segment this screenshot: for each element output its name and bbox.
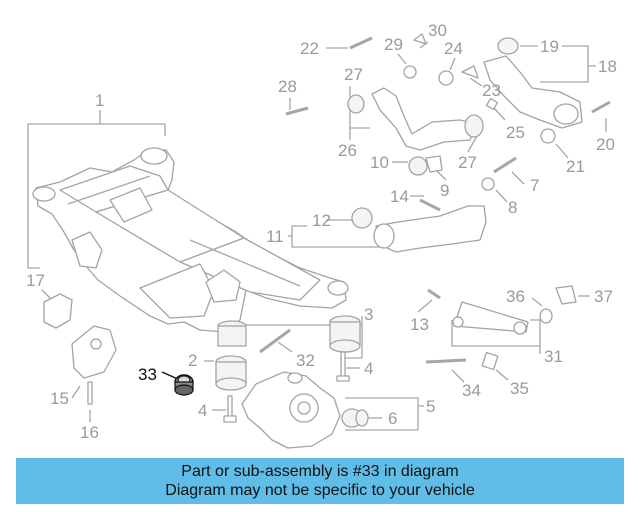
callout-11: 11 (266, 227, 284, 246)
callout-27: 27 (458, 153, 477, 172)
callout-14: 14 (390, 187, 409, 206)
callout-13: 13 (410, 315, 429, 334)
callout-10: 10 (370, 153, 389, 172)
callout-12: 12 (312, 211, 331, 230)
callout-29: 29 (384, 35, 403, 54)
callout-33: 33 (138, 365, 157, 384)
callout-25: 25 (506, 123, 525, 142)
callout-7: 7 (530, 176, 539, 195)
callout-30: 30 (428, 21, 447, 40)
callout-17: 17 (26, 271, 45, 290)
callout-4: 4 (198, 401, 207, 420)
callout-4: 4 (364, 359, 373, 378)
callout-24: 24 (444, 39, 463, 58)
callout-15: 15 (50, 389, 69, 408)
callout-27: 27 (344, 65, 363, 84)
callout-16: 16 (80, 423, 99, 442)
highlighted-part-33 (174, 374, 194, 396)
callout-2: 2 (188, 351, 197, 370)
callout-19: 19 (540, 37, 559, 56)
callout-5: 5 (426, 397, 435, 416)
callout-35: 35 (510, 379, 529, 398)
callout-31: 31 (544, 347, 563, 366)
callout-9: 9 (440, 181, 449, 200)
callout-34: 34 (462, 381, 481, 400)
callout-18: 18 (598, 57, 617, 76)
callout-37: 37 (594, 287, 613, 306)
callout-23: 23 (482, 81, 501, 100)
callout-28: 28 (278, 77, 297, 96)
callout-22: 22 (300, 39, 319, 58)
callout-32: 32 (296, 351, 315, 370)
callout-21: 21 (566, 157, 585, 176)
part-shapes (32, 33, 611, 449)
callout-8: 8 (508, 198, 517, 217)
callout-3: 3 (364, 305, 373, 324)
callout-26: 26 (338, 141, 357, 160)
callout-20: 20 (596, 135, 615, 154)
callout-6: 6 (388, 409, 397, 428)
info-banner: Part or sub-assembly is #33 in diagram D… (16, 458, 624, 504)
banner-line-2: Diagram may not be specific to your vehi… (165, 482, 475, 499)
callout-1: 1 (95, 91, 104, 110)
callout-36: 36 (506, 287, 525, 306)
callout-labels: 1 2 3 4 4 5 6 7 8 9 10 11 12 13 14 15 16… (26, 21, 617, 442)
banner-line-1: Part or sub-assembly is #33 in diagram (181, 463, 459, 480)
